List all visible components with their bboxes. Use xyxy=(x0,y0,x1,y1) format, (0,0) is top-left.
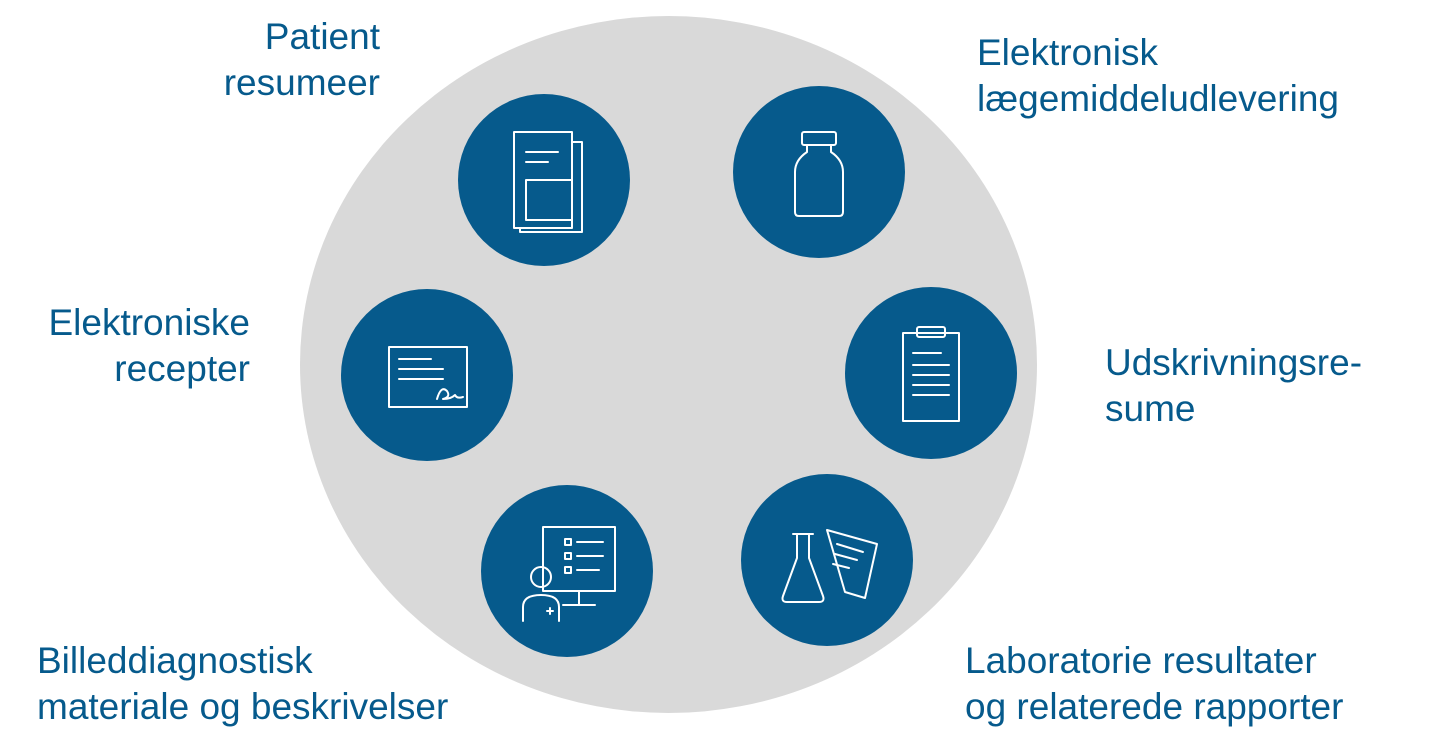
label-imaging: Billeddiagnostisk materiale og beskrivel… xyxy=(37,638,537,730)
label-patient-summary: Patient resumeer xyxy=(150,14,380,106)
label-line: lægemiddeludlevering xyxy=(977,78,1339,119)
label-line: og relaterede rapporter xyxy=(965,686,1344,727)
label-line: Patient xyxy=(264,16,380,57)
doctor-monitor-icon xyxy=(522,526,616,622)
node-imaging xyxy=(481,485,653,657)
label-line: materiale og beskrivelser xyxy=(37,686,449,727)
label-line: Elektroniske xyxy=(48,302,250,343)
node-laboratory xyxy=(741,474,913,646)
signed-prescription-icon xyxy=(388,346,468,408)
node-e-dispensation xyxy=(733,86,905,258)
clipboard-icon xyxy=(902,326,960,422)
label-line: Elektronisk xyxy=(977,32,1158,73)
label-line: Billeddiagnostisk xyxy=(37,640,313,681)
label-laboratory: Laboratorie resultater og relaterede rap… xyxy=(965,638,1425,730)
label-discharge-summary: Udskrivningsre- sume xyxy=(1105,340,1405,432)
label-line: sume xyxy=(1105,388,1196,429)
node-patient-summary xyxy=(458,94,630,266)
document-icon xyxy=(513,131,583,233)
label-e-prescription: Elektroniske recepter xyxy=(0,300,250,392)
label-e-dispensation: Elektronisk lægemiddeludlevering xyxy=(977,30,1417,122)
label-line: resumeer xyxy=(223,62,380,103)
node-discharge-summary xyxy=(845,287,1017,459)
label-line: Udskrivningsre- xyxy=(1105,342,1363,383)
node-e-prescription xyxy=(341,289,513,461)
lab-flask-report-icon xyxy=(781,529,878,603)
label-line: Laboratorie resultater xyxy=(965,640,1317,681)
medicine-bottle-icon xyxy=(794,131,844,217)
label-line: recepter xyxy=(114,348,250,389)
